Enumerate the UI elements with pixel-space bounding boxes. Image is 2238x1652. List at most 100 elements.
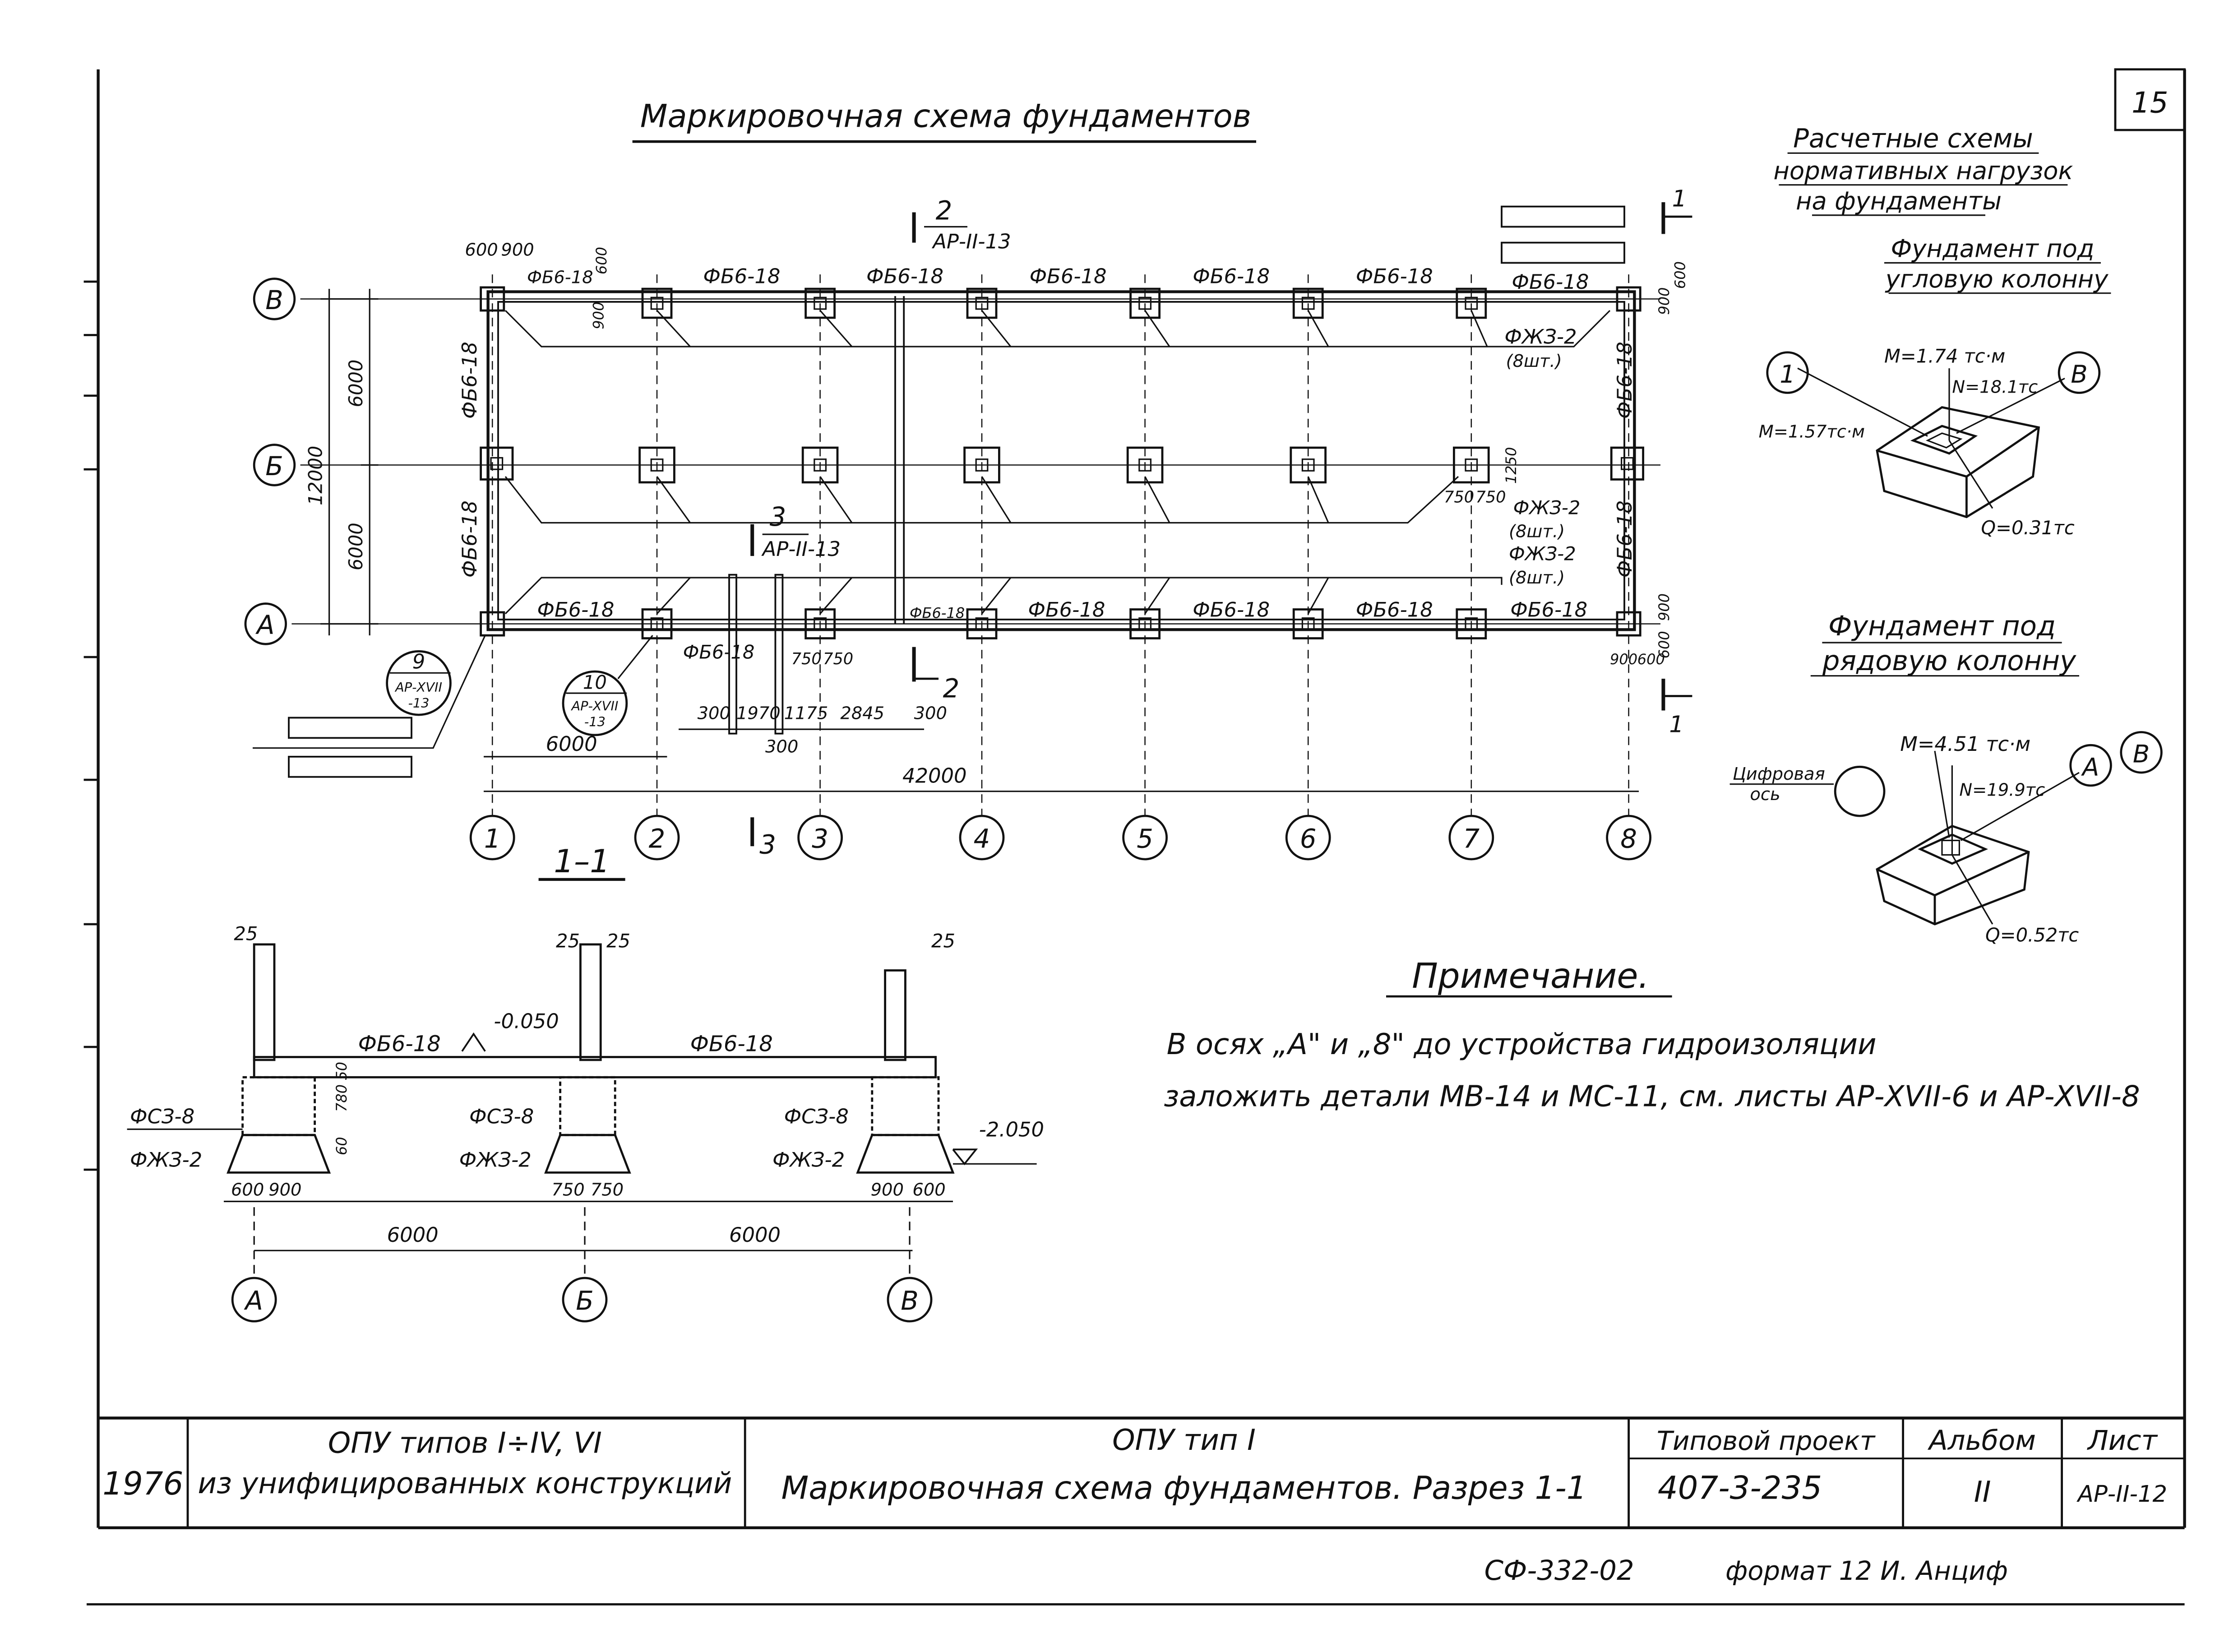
row-axis-a: А [2081,753,2099,782]
row-axis-label-1: Цифровая [1733,764,1825,784]
beam-label-bot-4: ФБ6-18 [1028,598,1105,622]
axis-number-5: 5 [1137,824,1153,854]
footing-count-2: (8шт.) [1509,522,1565,542]
section-1-1: 1–1 ФБ6-18 ФБ6-18 -0.050 -2.050 ФСЗ-8 ФЖ… [127,843,1044,1323]
callout-10: 10 АР-XVII -13 [562,635,653,736]
dim-right-900-b: 900 [1655,593,1673,621]
note-line-1: В осях „А" и „8" до устройства гидроизол… [1167,1028,1877,1061]
beam-label-bot-3: ФБ6-18 [910,605,965,622]
corner-n: N=18.1тс [1952,377,2038,398]
corner-axis-1: 1 [1780,360,1795,389]
tb-year: 1976 [102,1465,183,1502]
corner-title-2: угловую колонну [1885,265,2109,293]
sect-dim-25-a: 25 [234,922,258,944]
plan-title: Маркировочная схема фундаментов [640,98,1252,135]
beam-label-left-2: ФБ6-18 [458,500,481,578]
footing-count-3: (8шт.) [1509,568,1565,588]
dim-height-half-1: 6000 [345,360,367,407]
section-2-num-bottom: 2 [943,674,960,704]
section-3-ref: АР-II-13 [761,537,841,561]
dim-top-600: 600 [465,240,498,260]
sect-dim-mid-750-a: 750 [551,1180,584,1200]
sect-dim-right-600: 600 [912,1180,945,1200]
beam-labels: ФБ6-18 ФБ6-18 ФБ6-18 ФБ6-18 ФБ6-18 ФБ6-1… [458,264,1637,663]
sect-dim-left-600: 600 [231,1180,264,1200]
dim-bottom-3: 1175 [784,703,828,724]
horizontal-dimensions: 6000 42000 300 1970 1175 2845 300 300 75… [484,447,1639,792]
dim-750-c: 750 [1444,488,1474,507]
callout-10-ref: АР-XVII [570,699,618,714]
beam-label-top-2: ФБ6-18 [703,264,780,288]
axis-number-2: 2 [649,824,666,854]
dim-height-total: 12000 [305,446,327,505]
dim-right-900: 900 [1655,287,1673,315]
footings-row-a [480,608,1642,639]
tb-left-2: из унифицированных конструкций [198,1467,732,1500]
dim-300-mid: 300 [765,736,798,757]
beam-label-top-3: ФБ6-18 [866,264,943,288]
tb-album-label: Альбом [1927,1425,2036,1457]
axis-number-6: 6 [1300,824,1317,854]
sect-span-1: 6000 [387,1223,439,1247]
dim-bot-600: 600 [1637,651,1665,668]
beam-label-bot-5: ФБ6-18 [1193,598,1270,622]
footer-format: формат 12 И. Анциф [1725,1556,2008,1586]
beam-label-left-1: ФБ6-18 [458,342,481,419]
sect-dim-left-900: 900 [268,1180,301,1200]
section-1-num-bottom: 1 [1669,711,1684,738]
beam-label-right-2: ФБ6-18 [1613,500,1637,578]
leader-lines [504,310,1611,615]
sect-level-top: -0.050 [494,1009,559,1033]
note-block: Примечание. В осях „А" и „8" до устройст… [1164,956,2140,1113]
sect-level-bottom: -2.050 [979,1118,1044,1142]
sect-fzh-right: ФЖЗ-2 [772,1148,845,1172]
axis-number-7: 7 [1463,824,1480,854]
tb-left-1: ОПУ типов I÷IV, VI [328,1426,602,1460]
beam-label-top-4: ФБ6-18 [1030,264,1107,288]
row-m: M=4.51 тс·м [1900,732,2030,756]
section-2-ref: АР-II-13 [931,230,1011,254]
dim-750-b: 750 [823,650,853,668]
section-mark-2: 2 АР-II-13 2 [912,196,1011,704]
callout-10-sub: -13 [584,714,606,730]
tb-project-label: Типовой проект [1657,1426,1876,1456]
section-title: 1–1 [554,843,610,880]
dim-750-d: 750 [1475,488,1506,507]
dim-right-600-b: 600 [1655,631,1673,658]
footing-label-3: ФЖЗ-2 [1509,543,1576,565]
axis-letter-v: В [265,285,283,315]
sect-fzh-left: ФЖЗ-2 [130,1148,202,1172]
dim-top-900-v: 900 [590,302,607,329]
tb-project-number: 407-3-235 [1658,1470,1822,1507]
dim-1250: 1250 [1503,447,1520,484]
row-title-2: рядовую колонну [1822,645,2076,677]
note-line-2: заложить детали МВ-14 и МС-11, см. листы… [1164,1080,2140,1113]
sect-axis-a: А [243,1286,263,1316]
sheet-frame: 15 [83,68,2186,1606]
beam-label-top-5: ФБ6-18 [1193,264,1270,288]
tb-center-2: Маркировочная схема фундаментов. Разрез … [781,1470,1586,1507]
row-axis-label-2: ось [1750,784,1780,805]
sect-vert-50: 50 [333,1062,350,1080]
dim-750-a: 750 [791,650,822,668]
dim-span: 6000 [546,732,597,756]
dim-total: 42000 [902,764,967,788]
sect-vert-780: 780 [333,1084,350,1112]
corner-footing-sketch [1797,367,2065,518]
callout-9-ref: АР-XVII [394,680,442,695]
section-mark-3: 3 АР-II-13 3 [750,502,841,860]
beam-label-top-7: ФБ6-18 [1512,270,1589,294]
sect-fs-mid: ФСЗ-8 [469,1105,534,1129]
sect-dim-25-c: 25 [606,930,630,952]
beam-label-top-1: ФБ6-18 [527,267,593,287]
axis-number-8: 8 [1620,824,1637,854]
footing-label-1: ФЖЗ-2 [1504,325,1577,349]
row-title-1: Фундамент под [1828,611,2056,642]
sect-dim-25-b: 25 [556,930,580,952]
sect-axis-b: Б [576,1286,594,1316]
footings-row-v [480,286,1642,319]
vertical-dimensions: 12000 6000 6000 [305,289,379,636]
dim-bot-900: 900 [1610,651,1637,668]
footing-count-1: (8шт.) [1506,351,1562,371]
